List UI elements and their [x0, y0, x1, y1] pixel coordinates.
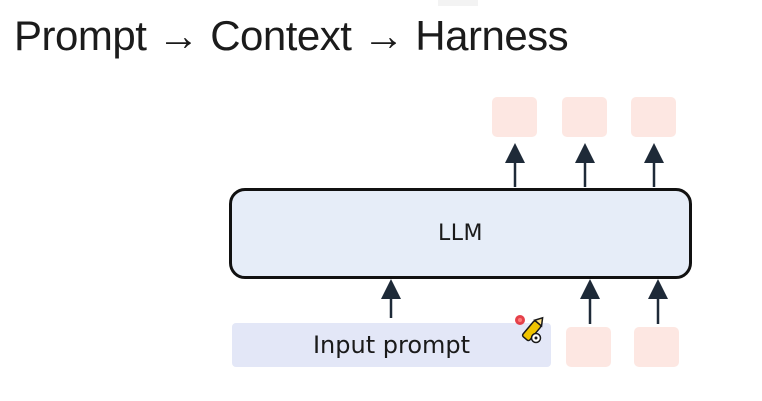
output-token-3	[631, 97, 676, 137]
output-token-1	[492, 97, 537, 137]
llm-label: LLM	[438, 221, 483, 246]
llm-block: LLM	[229, 188, 692, 279]
input-token-2	[634, 327, 679, 367]
input-token-1	[566, 327, 611, 367]
pen-cursor-icon	[515, 315, 544, 344]
input-prompt-block: Input prompt	[232, 323, 551, 367]
output-token-2	[562, 97, 607, 137]
top-edge-shape	[438, 0, 478, 6]
slide-title: Prompt → Context → Harness	[14, 12, 569, 59]
input-prompt-label: Input prompt	[312, 331, 471, 359]
